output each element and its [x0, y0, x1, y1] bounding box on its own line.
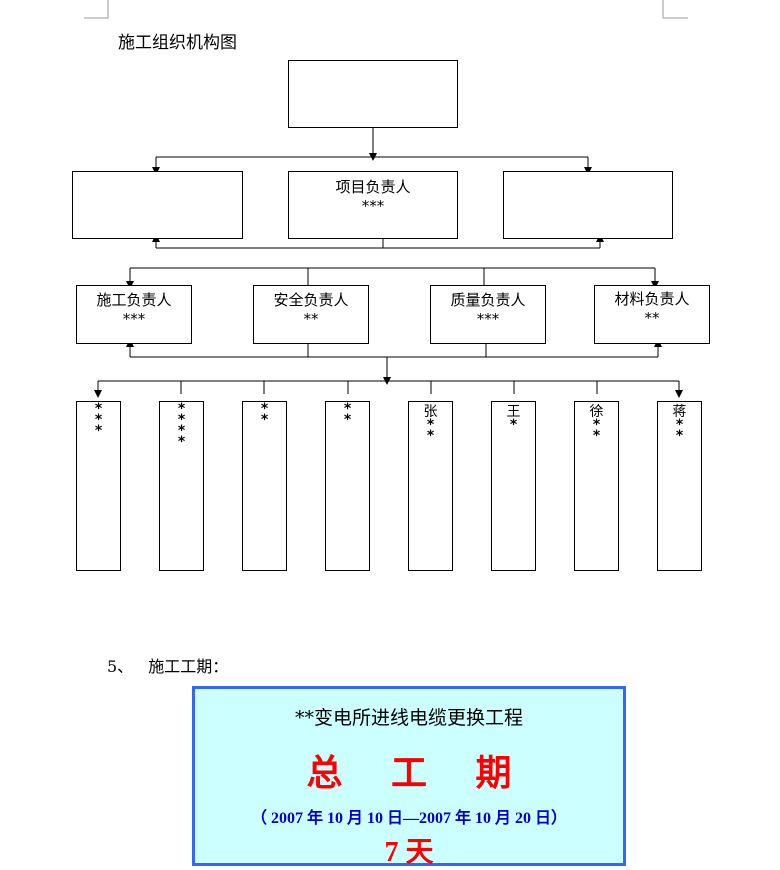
- org-level3-box-safety: 安全负责人 **: [253, 285, 369, 344]
- worker-stars: **: [426, 417, 435, 444]
- worker-label: 王*: [492, 404, 535, 433]
- org-level3-role: 材料负责人: [614, 290, 690, 308]
- org-level3-role: 施工负责人: [96, 291, 172, 309]
- org-level2-name: ***: [361, 197, 385, 215]
- worker-label: 徐**: [575, 404, 618, 444]
- worker-surname: 蒋: [672, 404, 687, 420]
- org-level3-box-quality: 质量负责人 ***: [430, 285, 546, 344]
- org-chart-title: 施工组织机构图: [118, 33, 237, 53]
- total-period-title: 总 工 期: [306, 752, 530, 794]
- section-label: 施工工期：: [148, 657, 229, 676]
- worker-stars: **: [260, 401, 269, 428]
- worker-stars: **: [675, 417, 684, 444]
- worker-surname: 张: [423, 404, 438, 420]
- project-name: **变电所进线电缆更换工程: [294, 707, 523, 729]
- org-level3-box-materials: 材料负责人 **: [594, 285, 710, 344]
- org-level3-name: ***: [122, 310, 146, 328]
- org-level2-box-right: [503, 171, 673, 239]
- worker-box: ****: [159, 401, 204, 571]
- worker-box: 徐**: [574, 401, 619, 571]
- worker-label: ***: [77, 401, 120, 439]
- worker-stars: ***: [94, 401, 103, 439]
- worker-surname: 王: [506, 404, 521, 420]
- worker-stars: **: [592, 417, 601, 444]
- org-level2-box-project-lead: 项目负责人 ***: [288, 171, 458, 239]
- org-level3-name: **: [644, 309, 660, 327]
- org-level3-name: ***: [476, 310, 500, 328]
- construction-period-box: **变电所进线电缆更换工程 总 工 期 （ 2007 年 10 月 10 日—2…: [192, 686, 626, 868]
- worker-label: ****: [160, 401, 203, 450]
- period-days: 7 天: [384, 837, 434, 868]
- worker-label: 张**: [409, 404, 452, 444]
- worker-box: ***: [76, 401, 121, 571]
- worker-box: **: [325, 401, 370, 571]
- org-level3-box-construction: 施工负责人 ***: [76, 285, 192, 344]
- org-level3-name: **: [303, 310, 319, 328]
- worker-label: **: [326, 401, 369, 428]
- section-number: 5、: [107, 657, 134, 676]
- worker-stars: *: [509, 417, 518, 433]
- worker-surname: 徐: [589, 404, 604, 420]
- page-corner-mark-right: [662, 0, 688, 19]
- worker-box: 王*: [491, 401, 536, 571]
- org-level2-box-left: [72, 171, 243, 239]
- worker-box: 蒋**: [657, 401, 702, 571]
- worker-box: **: [242, 401, 287, 571]
- page-corner-mark-left: [84, 0, 109, 19]
- worker-stars: ****: [177, 401, 186, 450]
- org-chart-connectors: [94, 128, 683, 398]
- worker-label: **: [243, 401, 286, 428]
- worker-box: 张**: [408, 401, 453, 571]
- section-5-heading: 5、 施工工期：: [107, 653, 228, 677]
- period-dates: （ 2007 年 10 月 10 日—2007 年 10 月 20 日）: [250, 810, 567, 827]
- org-level3-role: 安全负责人: [273, 291, 349, 309]
- org-level2-role: 项目负责人: [335, 178, 411, 196]
- worker-label: 蒋**: [658, 404, 701, 444]
- worker-stars: **: [343, 401, 352, 428]
- org-level3-role: 质量负责人: [450, 291, 526, 309]
- org-top-box: [288, 60, 458, 128]
